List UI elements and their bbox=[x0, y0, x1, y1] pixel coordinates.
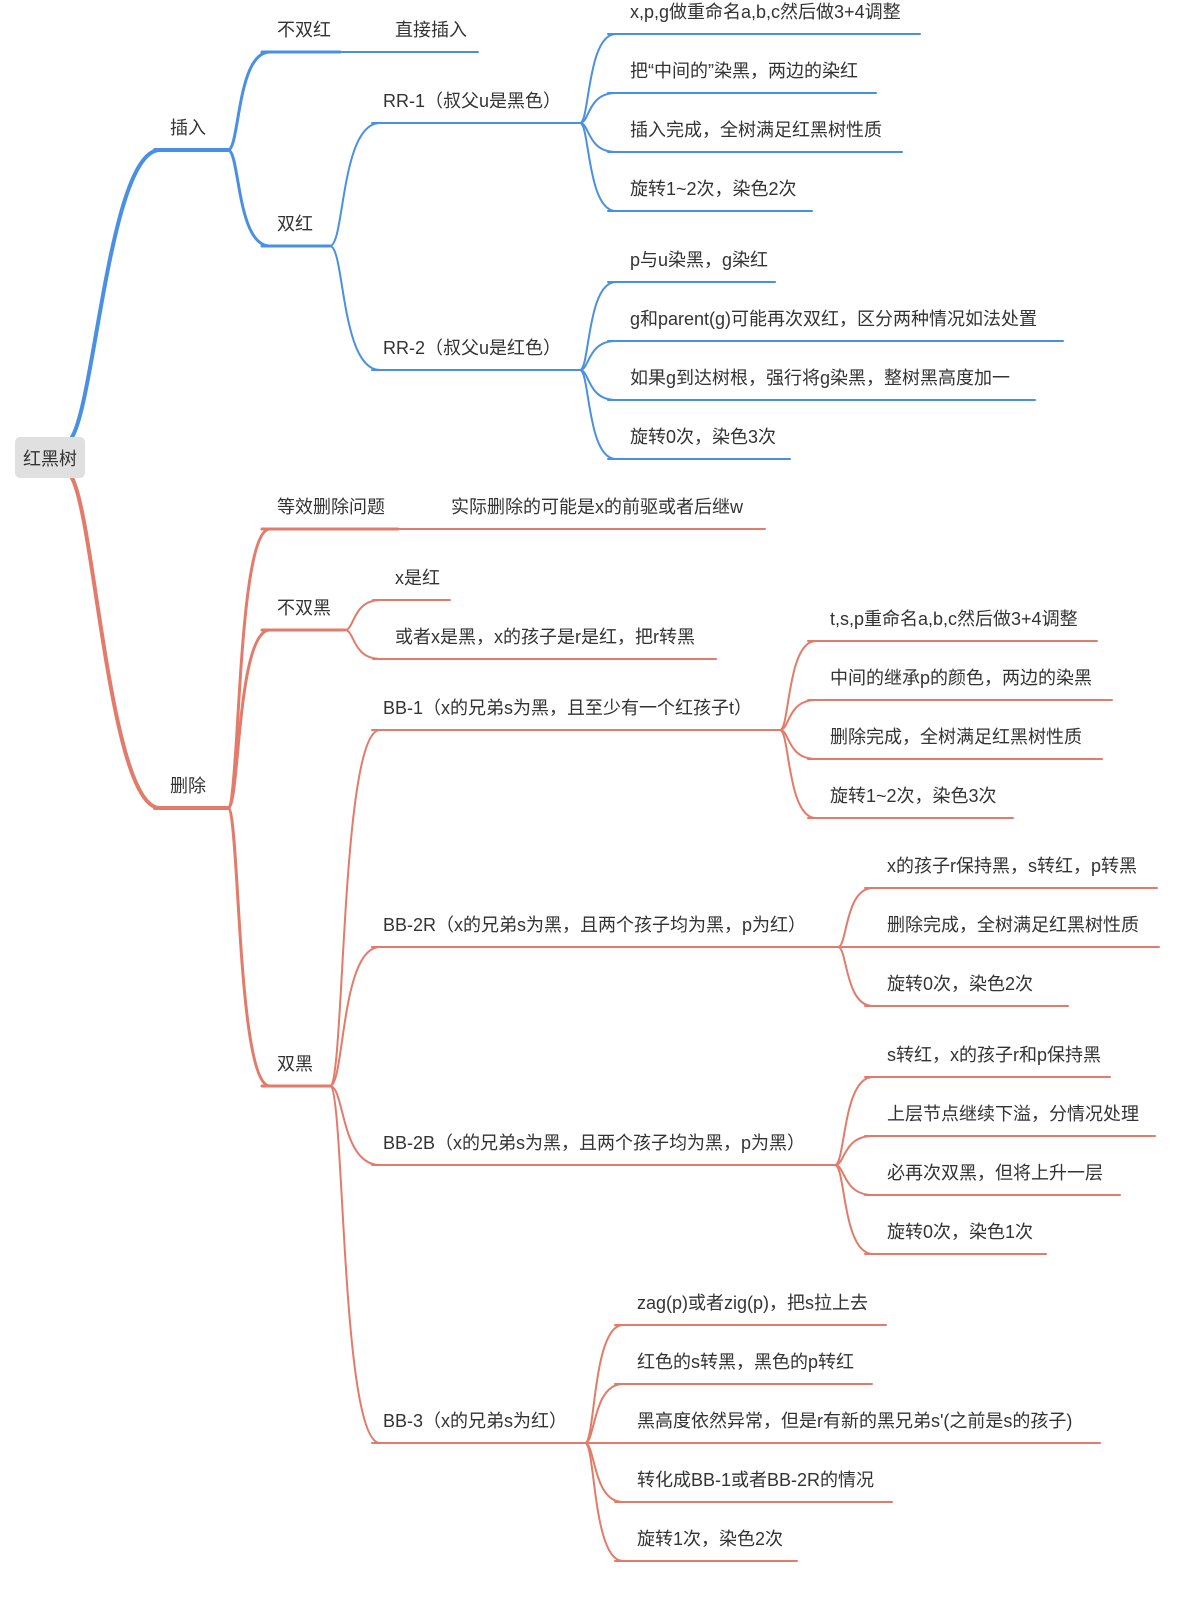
bb1-item[interactable]: 删除完成，全树满足红黑树性质 bbox=[830, 727, 1082, 747]
node-rr1[interactable]: RR-1（叔父u是黑色） bbox=[383, 91, 562, 111]
rr1-item[interactable]: x,p,g做重命名a,b,c然后做3+4调整 bbox=[630, 2, 901, 22]
node-direct-insert[interactable]: 直接插入 bbox=[395, 20, 467, 40]
ndb-item[interactable]: x是红 bbox=[395, 568, 440, 588]
rr2-connector bbox=[579, 340, 617, 371]
bb3-connector bbox=[584, 1383, 624, 1444]
rr2-item[interactable]: p与u染黑，g染红 bbox=[630, 250, 769, 270]
rr2-connector bbox=[579, 281, 617, 371]
connector bbox=[226, 628, 272, 810]
bb3-connector bbox=[584, 1442, 624, 1503]
root-node[interactable]: 红黑树 bbox=[15, 437, 85, 478]
bb1-connector bbox=[779, 729, 817, 819]
bb3-item[interactable]: 红色的s转黑，黑色的p转红 bbox=[637, 1352, 855, 1372]
root-delete-connector bbox=[70, 476, 162, 810]
rr2-item[interactable]: 旋转0次，染色3次 bbox=[630, 427, 777, 447]
connector bbox=[329, 729, 381, 1087]
node-bb2r[interactable]: BB-2R（x的兄弟s为黑，且两个孩子均为黑，p为红） bbox=[383, 915, 807, 935]
bb1-connector bbox=[779, 640, 817, 731]
rr1-connector bbox=[579, 122, 617, 212]
bb2b-connector bbox=[834, 1164, 874, 1255]
node-equivalent-child[interactable]: 实际删除的可能是x的前驱或者后继w bbox=[451, 497, 743, 517]
node-no-double-black[interactable]: 不双黑 bbox=[277, 598, 331, 618]
bb1-connector bbox=[779, 699, 817, 731]
bb2r-item[interactable]: 旋转0次，染色2次 bbox=[887, 974, 1034, 994]
ndb-connector bbox=[344, 599, 382, 631]
bb3-connector bbox=[584, 1324, 624, 1444]
root-insert-connector bbox=[70, 148, 162, 439]
rr1-connector bbox=[579, 33, 617, 124]
connector bbox=[226, 148, 272, 248]
rr2-connector bbox=[579, 369, 617, 460]
rr1-item[interactable]: 插入完成，全树满足红黑树性质 bbox=[630, 120, 882, 140]
bb2b-item[interactable]: 上层节点继续下溢，分情况处理 bbox=[887, 1104, 1139, 1124]
rr2-item[interactable]: 如果g到达树根，强行将g染黑，整树黑高度加一 bbox=[630, 368, 1011, 388]
node-rr2[interactable]: RR-2（叔父u是红色） bbox=[383, 338, 562, 358]
node-bb1[interactable]: BB-1（x的兄弟s为黑，且至少有一个红孩子t） bbox=[383, 698, 753, 718]
branch-insert[interactable]: 插入 bbox=[170, 118, 206, 138]
node-bb3[interactable]: BB-3（x的兄弟s为红） bbox=[383, 1411, 568, 1431]
bb3-item[interactable]: 转化成BB-1或者BB-2R的情况 bbox=[637, 1470, 875, 1490]
bb2r-item[interactable]: x的孩子r保持黑，s转红，p转黑 bbox=[887, 856, 1138, 876]
bb3-item[interactable]: 黑高度依然异常，但是r有新的黑兄弟s'(之前是s的孩子) bbox=[637, 1411, 1073, 1431]
bb2b-connector bbox=[834, 1135, 874, 1166]
bb2r-connector bbox=[837, 887, 874, 948]
connector bbox=[226, 50, 272, 152]
bb2r-connector bbox=[837, 946, 874, 1007]
bb3-item[interactable]: 旋转1次，染色2次 bbox=[637, 1529, 784, 1549]
bb2r-item[interactable]: 删除完成，全树满足红黑树性质 bbox=[887, 915, 1139, 935]
node-bb2b[interactable]: BB-2B（x的兄弟s为黑，且两个孩子均为黑，p为黑） bbox=[383, 1133, 806, 1153]
bb2b-item[interactable]: s转红，x的孩子r和p保持黑 bbox=[887, 1045, 1102, 1065]
bb1-item[interactable]: 中间的继承p的颜色，两边的染黑 bbox=[830, 668, 1093, 688]
connector bbox=[226, 806, 272, 1088]
rr1-connector bbox=[579, 92, 617, 124]
bb3-connector bbox=[584, 1442, 624, 1562]
ndb-connector bbox=[344, 629, 382, 660]
connector bbox=[329, 1085, 381, 1166]
bb1-item[interactable]: 旋转1~2次，染色3次 bbox=[830, 786, 997, 806]
bb1-item[interactable]: t,s,p重命名a,b,c然后做3+4调整 bbox=[830, 609, 1078, 629]
node-double-red[interactable]: 双红 bbox=[277, 214, 313, 234]
bb2b-item[interactable]: 旋转0次，染色1次 bbox=[887, 1222, 1034, 1242]
connector bbox=[329, 245, 381, 371]
connector bbox=[329, 946, 381, 1087]
ndb-item[interactable]: 或者x是黑，x的孩子是r是红，把r转黑 bbox=[395, 627, 695, 647]
bb2b-item[interactable]: 必再次双黑，但将上升一层 bbox=[887, 1163, 1103, 1183]
node-equivalent[interactable]: 等效删除问题 bbox=[277, 497, 385, 517]
node-double-black[interactable]: 双黑 bbox=[277, 1054, 313, 1074]
branch-delete[interactable]: 删除 bbox=[170, 776, 206, 796]
bb3-item[interactable]: zag(p)或者zig(p)，把s拉上去 bbox=[637, 1293, 869, 1313]
connector bbox=[329, 122, 381, 247]
rr1-item[interactable]: 把“中间的”染黑，两边的染红 bbox=[630, 61, 858, 81]
node-no-double-red[interactable]: 不双红 bbox=[277, 20, 331, 40]
rr2-item[interactable]: g和parent(g)可能再次双红，区分两种情况如法处置 bbox=[630, 309, 1038, 329]
rr1-item[interactable]: 旋转1~2次，染色2次 bbox=[630, 179, 797, 199]
connector bbox=[329, 1085, 381, 1444]
bb2b-connector bbox=[834, 1076, 874, 1166]
